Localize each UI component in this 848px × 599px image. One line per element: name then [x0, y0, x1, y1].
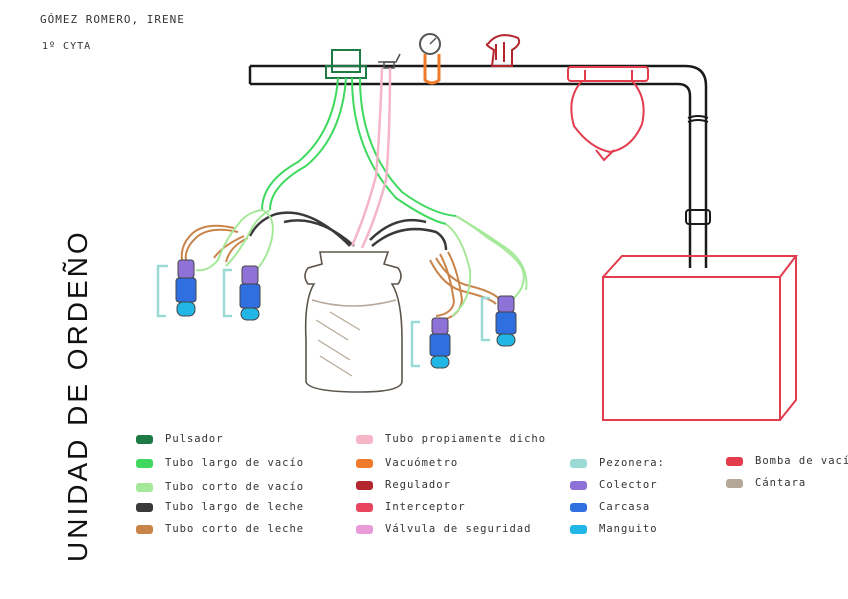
teat-cup-3	[410, 317, 451, 369]
author-name: GÓMEZ ROMERO, IRENE	[40, 13, 185, 26]
regulator	[485, 34, 521, 67]
diagram-title: UNIDAD DE ORDEÑO	[62, 229, 93, 562]
long-vacuum-tubes	[261, 77, 457, 225]
diagram-title-container: UNIDAD DE ORDEÑO	[28, 229, 93, 570]
teat-cup-1	[156, 259, 197, 318]
vacuum-pipe	[248, 64, 708, 268]
vacuometer	[419, 33, 441, 85]
teat-cup-4	[480, 295, 517, 347]
vacuum-pump	[602, 255, 799, 421]
interceptor	[567, 66, 649, 162]
milk-can	[304, 251, 403, 393]
teat-cup-2	[222, 265, 261, 321]
pulsator	[325, 49, 367, 79]
long-milk-tubes	[248, 211, 448, 251]
group-label: 1º CYTA	[42, 41, 92, 52]
short-vacuum-tubes	[195, 209, 528, 317]
pipe-fittings	[685, 115, 711, 225]
milk-tube-proper	[350, 67, 392, 249]
